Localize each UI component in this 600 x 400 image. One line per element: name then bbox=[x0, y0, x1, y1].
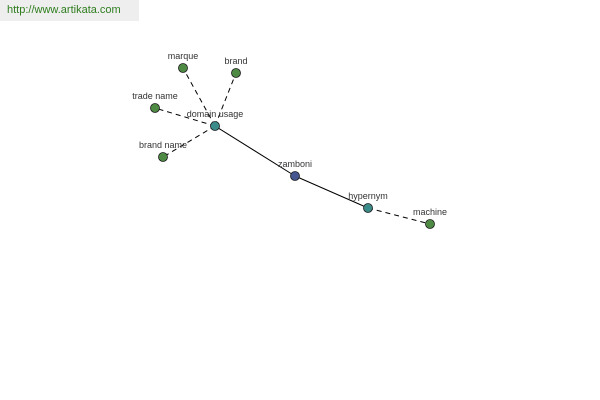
node-label-brand: brand bbox=[224, 56, 247, 66]
edges-layer bbox=[154, 67, 431, 225]
node-trade-name[interactable] bbox=[150, 103, 160, 113]
node-zamboni[interactable] bbox=[290, 171, 300, 181]
edge-zamboni-domain-usage bbox=[214, 125, 296, 177]
node-brand[interactable] bbox=[231, 68, 241, 78]
nodes-layer bbox=[150, 63, 435, 229]
node-label-hypernym: hypernym bbox=[348, 191, 388, 201]
node-marque[interactable] bbox=[178, 63, 188, 73]
labels-layer: zamboni domain usage hypernym marque brand tr… bbox=[132, 51, 447, 217]
edge-domain-usage-trade-name bbox=[154, 107, 216, 127]
edge-hypernym-machine bbox=[367, 207, 431, 225]
edge-domain-usage-brand-name bbox=[162, 125, 216, 158]
edge-domain-usage-marque bbox=[182, 67, 216, 127]
node-label-brand-name: brand name bbox=[139, 140, 187, 150]
node-brand-name[interactable] bbox=[158, 152, 168, 162]
source-link[interactable]: http://www.artikata.com bbox=[7, 4, 121, 16]
node-label-trade-name: trade name bbox=[132, 91, 178, 101]
node-label-zamboni: zamboni bbox=[278, 159, 312, 169]
node-label-machine: machine bbox=[413, 207, 447, 217]
node-label-marque: marque bbox=[168, 51, 199, 61]
source-banner: http://www.artikata.com bbox=[0, 0, 139, 21]
node-hypernym[interactable] bbox=[363, 203, 373, 213]
edge-domain-usage-brand bbox=[214, 72, 237, 127]
edge-zamboni-hypernym bbox=[294, 175, 369, 209]
node-machine[interactable] bbox=[425, 219, 435, 229]
node-label-domain-usage: domain usage bbox=[187, 109, 244, 119]
node-domain-usage[interactable] bbox=[210, 121, 220, 131]
